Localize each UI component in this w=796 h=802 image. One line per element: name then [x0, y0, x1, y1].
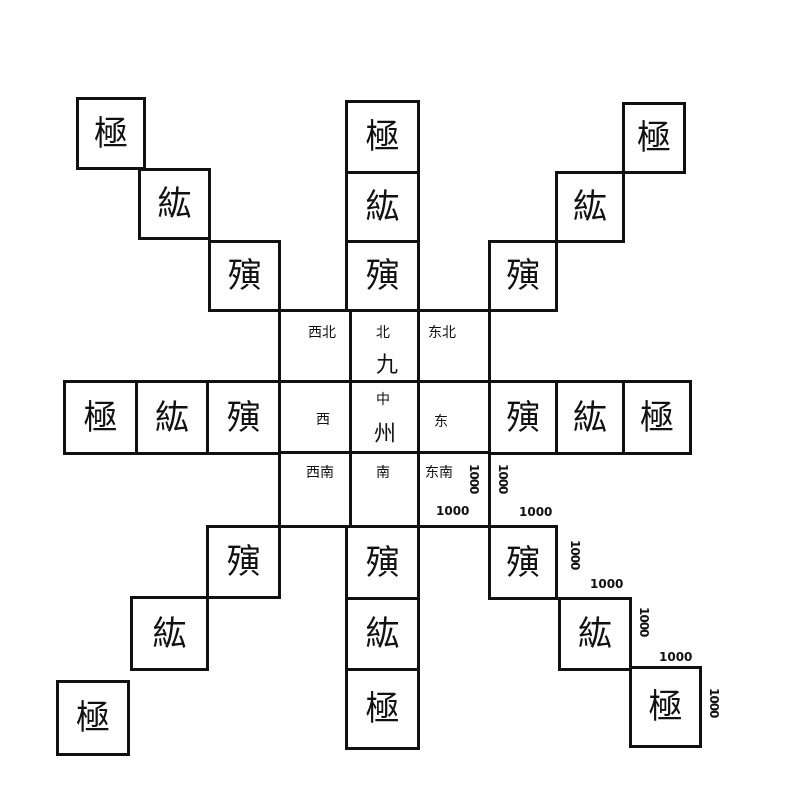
west-outer-cell: 極: [63, 380, 138, 455]
southeast-middle-cell: 紘: [558, 597, 632, 671]
distance-label: 1000: [467, 464, 481, 494]
grid-cell-center: 中 州: [349, 380, 420, 454]
northeast-inner-char: 殥: [506, 256, 540, 296]
northeast-middle-cell: 紘: [555, 171, 625, 243]
northeast-outer-cell: 極: [622, 102, 686, 174]
distance-label: 1000: [568, 540, 582, 570]
west-inner-char: 殥: [226, 397, 261, 438]
direction-east-label: 东: [434, 414, 448, 430]
west-inner-cell: 殥: [206, 380, 281, 455]
southwest-middle-cell: 紘: [130, 596, 209, 671]
southeast-outer-char: 極: [648, 687, 683, 727]
south-outer-char: 極: [365, 689, 400, 729]
east-inner-char: 殥: [506, 397, 540, 438]
southeast-inner-cell: 殥: [488, 525, 558, 600]
east-middle-cell: 紘: [555, 380, 625, 455]
south-inner-cell: 殥: [345, 525, 420, 600]
north-inner-cell: 殥: [345, 240, 420, 312]
northeast-outer-char: 極: [637, 118, 671, 158]
southwest-inner-char: 殥: [226, 542, 261, 582]
grid-cell-northeast: 东北: [417, 309, 491, 383]
distance-label: 1000: [707, 688, 721, 718]
northwest-inner-cell: 殥: [208, 240, 281, 312]
grid-cell-southeast: 东南: [417, 451, 491, 528]
east-middle-char: 紘: [573, 397, 607, 438]
direction-center-label: 中: [376, 392, 390, 408]
east-outer-char: 極: [640, 397, 674, 438]
grid-cell-southwest: 西南: [278, 451, 352, 528]
direction-south-label: 南: [376, 465, 390, 481]
direction-northeast-label: 东北: [428, 325, 456, 341]
southeast-outer-cell: 極: [629, 666, 702, 748]
distance-label: 1000: [637, 607, 651, 637]
west-outer-char: 極: [83, 397, 118, 438]
northeast-inner-cell: 殥: [488, 240, 558, 312]
north-outer-char: 極: [365, 117, 400, 157]
southwest-outer-cell: 極: [56, 680, 130, 756]
southwest-middle-char: 紘: [152, 613, 187, 654]
direction-northwest-label: 西北: [308, 325, 336, 341]
south-outer-cell: 極: [345, 668, 420, 750]
south-inner-char: 殥: [365, 542, 400, 583]
center-nine-char: 九: [376, 353, 399, 378]
east-outer-cell: 極: [622, 380, 692, 455]
grid-cell-east: 东: [417, 380, 491, 454]
southeast-middle-char: 紘: [578, 614, 612, 654]
grid-cell-northwest: 西北: [278, 309, 352, 383]
distance-label: 1000: [659, 650, 693, 664]
west-middle-cell: 紘: [135, 380, 209, 455]
east-inner-cell: 殥: [488, 380, 558, 455]
distance-label: 1000: [436, 504, 470, 518]
direction-southeast-label: 东南: [425, 465, 453, 481]
northwest-middle-cell: 紘: [138, 168, 211, 240]
grid-cell-north: 北 九: [349, 309, 420, 383]
southeast-inner-char: 殥: [506, 542, 540, 583]
grid-cell-west: 西: [278, 380, 352, 454]
distance-label: 1000: [590, 577, 624, 591]
northwest-middle-char: 紘: [157, 184, 192, 224]
north-outer-cell: 極: [345, 100, 420, 174]
west-middle-char: 紘: [155, 397, 189, 438]
north-middle-cell: 紘: [345, 171, 420, 243]
distance-label: 1000: [496, 464, 510, 494]
northwest-inner-char: 殥: [227, 256, 262, 296]
south-middle-char: 紘: [365, 614, 400, 654]
southwest-inner-cell: 殥: [206, 525, 281, 599]
center-province-char: 州: [374, 422, 397, 447]
distance-label: 1000: [519, 505, 553, 519]
northwest-outer-char: 極: [94, 113, 128, 154]
northwest-outer-cell: 極: [76, 97, 146, 170]
direction-north-label: 北: [376, 325, 390, 341]
direction-west-label: 西: [316, 412, 330, 428]
north-inner-char: 殥: [365, 256, 400, 296]
grid-cell-south: 南: [349, 451, 420, 528]
direction-southwest-label: 西南: [306, 465, 334, 481]
northeast-middle-char: 紘: [573, 187, 607, 227]
north-middle-char: 紘: [365, 187, 400, 227]
southwest-outer-char: 極: [76, 698, 110, 738]
south-middle-cell: 紘: [345, 597, 420, 671]
